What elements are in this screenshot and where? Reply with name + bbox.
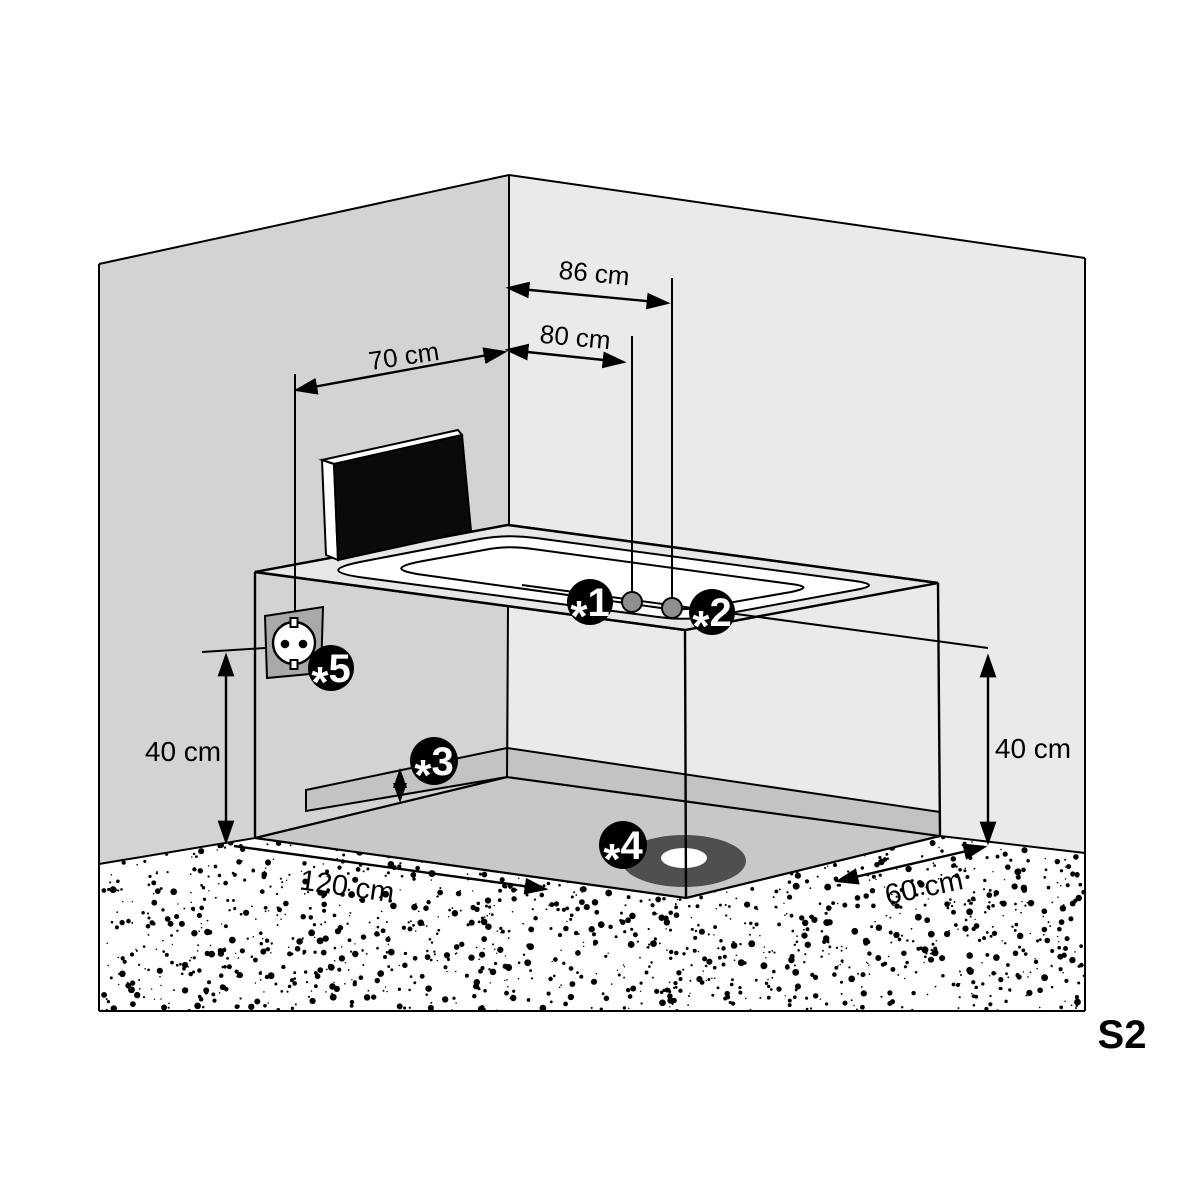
badge-circle-4: [599, 821, 647, 869]
dimension-label-40cm-left: 40 cm: [145, 736, 221, 767]
dimension-120cm: [233, 844, 549, 895]
tub-edge-right: [936, 582, 942, 837]
corner-edge-lower: [506, 606, 509, 778]
socket-face: [271, 620, 317, 666]
badge-circle-2: [689, 589, 735, 635]
basin-edge: [400, 546, 805, 611]
badge-circle-1: [567, 579, 613, 625]
marker-badge-2: *2: [689, 589, 735, 651]
dimension-86cm: [505, 281, 671, 310]
badge-circle-3: [410, 737, 458, 785]
socket-pin-left: [280, 639, 290, 649]
wall-top-left: [98, 174, 510, 265]
socket-height-line: [201, 647, 266, 653]
badge-label-4: *4: [603, 824, 643, 884]
faucet-dot-1: [621, 591, 643, 613]
headrest-panel-face: [332, 433, 473, 562]
left-wall: [99, 175, 509, 864]
power-socket: [263, 605, 325, 680]
marker-badge-5: *5: [308, 645, 354, 707]
diagram-code: S2: [1098, 1013, 1147, 1057]
drain-hole-center: [661, 848, 707, 868]
faucet-dot-2: [661, 597, 683, 619]
dimension-label-86cm: 86 cm: [558, 255, 631, 292]
dimension-70cm: [293, 347, 508, 395]
dimension-60cm: [834, 843, 988, 885]
rim-inner-edge: [337, 535, 870, 620]
dimension-label-80cm: 80 cm: [539, 319, 612, 356]
badge-label-2: *2: [692, 591, 731, 651]
socket-earth-top: [289, 617, 299, 628]
socket-pin-right: [298, 639, 308, 649]
badge-label-3: *3: [414, 740, 453, 800]
wall-top-right: [508, 174, 1086, 259]
badge-label-1: *1: [570, 581, 609, 641]
right-wall: [509, 175, 1085, 853]
tub-edge-front: [683, 629, 688, 899]
badge-circle-5: [308, 645, 354, 691]
marker-badge-3: *3: [410, 737, 458, 800]
marker-badge-1: *1: [567, 579, 613, 641]
wall-base-right: [939, 835, 1086, 854]
badge-label-5: *5: [311, 647, 350, 707]
dimension-label-40cm-right: 40 cm: [995, 733, 1071, 764]
dimension-80cm: [504, 343, 627, 369]
socket-earth-bottom: [289, 659, 299, 670]
marker-badge-4: *4: [599, 821, 647, 884]
